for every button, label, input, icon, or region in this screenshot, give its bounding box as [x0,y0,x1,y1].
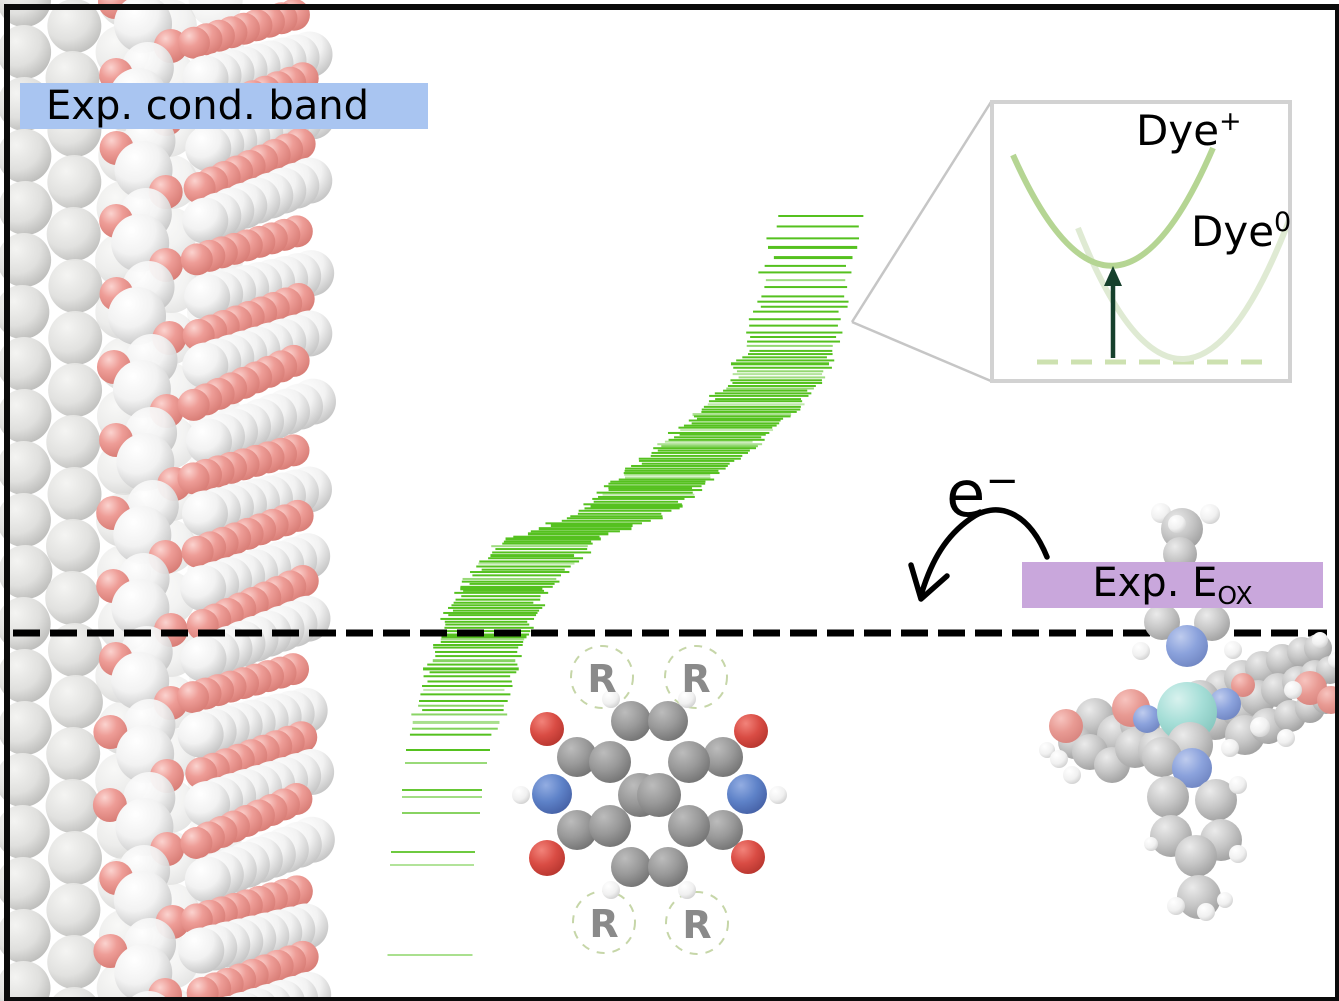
r-substituent-label: R [587,657,617,701]
cond-band-text: Exp. cond. band [46,83,370,129]
r-substituent-label: R [589,902,619,946]
dye-molecule [1039,503,1339,921]
dye-cation-parabola [1010,146,1216,269]
r-substituent-label: R [681,657,711,701]
inset-svg [1010,146,1288,365]
semiconductor-crystal-slab [0,0,336,1001]
ndi-acceptor-molecule [512,645,787,955]
marcus-parabola-inset: Dye+ Dye0 [990,100,1292,383]
electron-label: e− [946,458,1019,532]
inset-callout-lines [850,101,993,383]
energy-level-lines [387,215,864,956]
dye-zero-label: Dye0 [1191,207,1292,256]
eox-subscript: OX [1217,581,1253,610]
arrow-tip-icon [1104,266,1122,286]
eox-label: Exp. EOX [1022,560,1323,610]
dye-neutral-parabola [1075,216,1288,362]
eox-text: Exp. EOX [1092,560,1253,610]
electron-superscript: − [985,458,1019,504]
r-substituent-label: R [682,903,712,947]
arrowhead-icon [908,562,950,602]
cond-band-label: Exp. cond. band [20,83,428,129]
electron-transfer-arrow [908,507,1050,602]
dye-plus-label: Dye+ [1136,106,1242,155]
